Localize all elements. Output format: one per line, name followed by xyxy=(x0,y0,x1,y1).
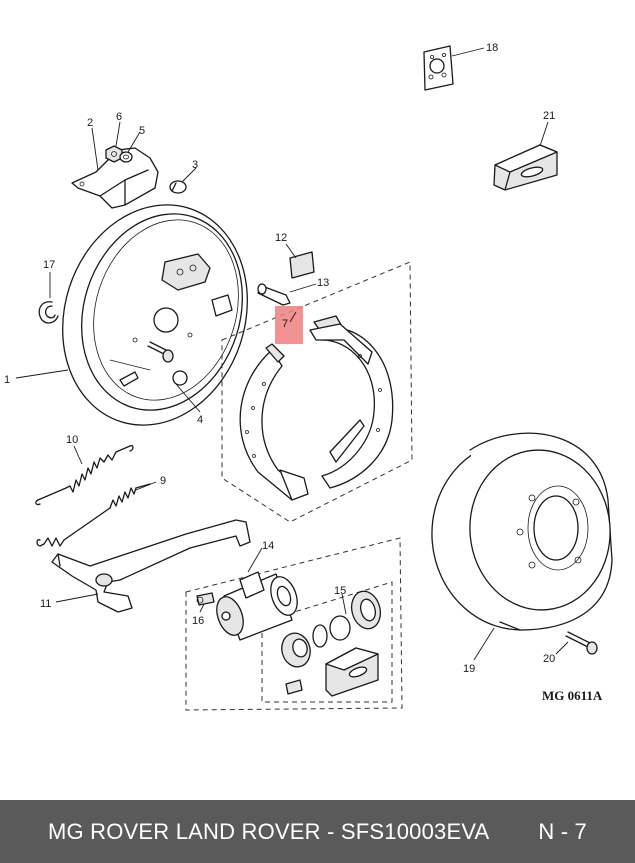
part-16-bleed-screw xyxy=(196,592,215,606)
shoe-kit-outline xyxy=(221,261,413,523)
brake-shoe-right xyxy=(309,315,394,489)
brake-shoe-left xyxy=(239,343,309,501)
label-5: 5 xyxy=(139,125,145,137)
part-13-pin xyxy=(257,283,291,306)
part-14-wheel-cylinder xyxy=(216,571,298,641)
footer-page: N - 7 xyxy=(538,818,587,844)
label-19: 19 xyxy=(463,663,475,675)
part-15-seal-kit xyxy=(281,590,382,697)
part-numbers: 18 21 2 6 5 3 17 1 4 12 13 7 10 9 11 14 … xyxy=(4,42,603,703)
part-11-lever xyxy=(51,519,251,613)
footer-bar: MG ROVER LAND ROVER - SFS10003EVA N - 7 xyxy=(0,800,635,863)
repair-kit-outline xyxy=(261,581,393,703)
label-18: 18 xyxy=(486,42,498,54)
part-18-gasket xyxy=(423,45,454,91)
label-13: 13 xyxy=(317,277,329,289)
part-20-screw xyxy=(565,631,598,655)
label-9: 9 xyxy=(160,475,166,487)
part-17-circlip xyxy=(38,301,59,324)
part-9-spring xyxy=(36,483,151,547)
label-21: 21 xyxy=(543,110,555,122)
highlight-marker-7 xyxy=(275,306,303,344)
label-15: 15 xyxy=(334,585,346,597)
label-4: 4 xyxy=(197,414,203,426)
part-21-adjuster-block xyxy=(493,144,558,191)
diagram-reference: MG 0611A xyxy=(542,688,603,703)
label-11: 11 xyxy=(40,598,51,610)
label-16: 16 xyxy=(192,615,204,627)
part-5-washer xyxy=(119,151,133,163)
part-10-spring xyxy=(35,444,134,506)
wheel-cylinder-outline xyxy=(185,537,403,711)
footer-title: MG ROVER LAND ROVER - SFS10003EVA xyxy=(48,818,490,844)
label-12: 12 xyxy=(275,232,287,244)
part-2-bracket xyxy=(71,147,159,209)
brake-assembly-diagram: 18 21 2 6 5 3 17 1 4 12 13 7 10 9 11 14 … xyxy=(4,42,613,711)
part-1-backplate xyxy=(62,204,248,426)
part-12-pad xyxy=(289,251,315,279)
label-7: 7 xyxy=(282,318,288,330)
part-6-nut xyxy=(105,145,123,163)
label-10: 10 xyxy=(66,434,78,446)
label-17: 17 xyxy=(43,259,55,271)
label-2: 2 xyxy=(87,117,93,129)
part-4-bolt xyxy=(147,341,174,363)
label-3: 3 xyxy=(192,159,198,171)
part-3-clip xyxy=(169,180,187,194)
label-14: 14 xyxy=(262,540,274,552)
label-20: 20 xyxy=(543,653,555,665)
label-1: 1 xyxy=(4,374,10,386)
part-19-brake-drum xyxy=(431,432,613,631)
leader-lines xyxy=(15,47,569,661)
label-6: 6 xyxy=(116,111,122,123)
